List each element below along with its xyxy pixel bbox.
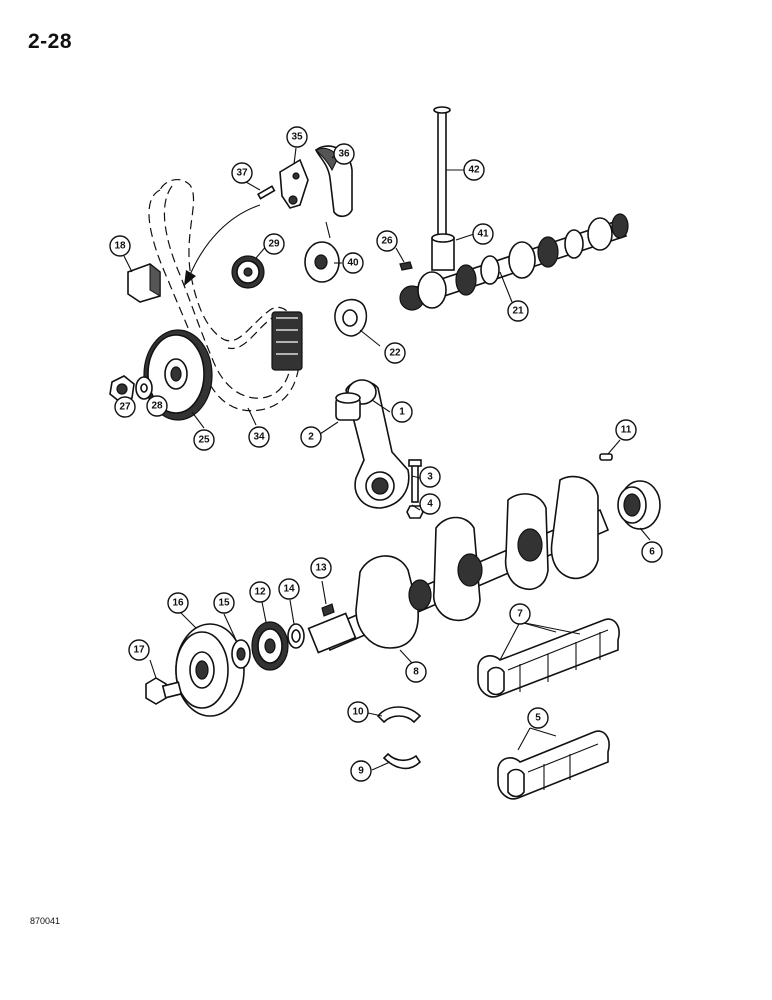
- callout-28: 28: [146, 395, 168, 417]
- callout-10: 10: [347, 701, 369, 723]
- idler-sprocket: [231, 255, 265, 289]
- callout-17: 17: [128, 639, 150, 661]
- svg-text:11: 11: [621, 425, 632, 436]
- callout-1: 1: [391, 401, 413, 423]
- svg-text:12: 12: [254, 587, 266, 598]
- callout-34: 34: [248, 426, 270, 448]
- svg-text:35: 35: [291, 132, 303, 143]
- page-number: 2-28: [28, 30, 73, 53]
- callout-21: 21: [507, 300, 529, 322]
- svg-text:37: 37: [236, 168, 248, 179]
- callout-11: 11: [615, 419, 637, 441]
- callout-40: 40: [342, 252, 364, 274]
- callout-41: 41: [472, 223, 494, 245]
- callout-3: 3: [419, 466, 441, 488]
- svg-text:25: 25: [198, 435, 210, 446]
- svg-text:8: 8: [413, 667, 419, 678]
- main-bearings-lower: [497, 730, 610, 800]
- svg-text:41: 41: [477, 229, 489, 240]
- upper-thrust-washer: [376, 706, 422, 724]
- callout-18: 18: [109, 235, 131, 257]
- figure-code: 870041: [30, 916, 61, 926]
- svg-text:10: 10: [352, 707, 364, 718]
- callout-29: 29: [263, 233, 285, 255]
- callout-15: 15: [213, 592, 235, 614]
- svg-text:1: 1: [399, 407, 405, 418]
- assembly-arrow: [189, 204, 261, 276]
- svg-text:13: 13: [315, 563, 327, 574]
- dowel-pin: [599, 453, 613, 461]
- svg-text:16: 16: [172, 598, 184, 609]
- main-bearings-upper: [477, 618, 620, 698]
- callout-12: 12: [249, 581, 271, 603]
- tensioner-block: [127, 262, 161, 303]
- svg-text:14: 14: [283, 584, 295, 595]
- callout-6: 6: [641, 541, 663, 563]
- callout-8: 8: [405, 661, 427, 683]
- svg-text:34: 34: [253, 432, 265, 443]
- callout-13: 13: [310, 557, 332, 579]
- callout-4: 4: [419, 493, 441, 515]
- crankshaft: [307, 475, 610, 654]
- callout-25: 25: [193, 429, 215, 451]
- callout-5: 5: [527, 707, 549, 729]
- svg-text:9: 9: [358, 766, 364, 777]
- svg-text:28: 28: [151, 401, 163, 412]
- piston-pin-bushing: [335, 392, 361, 421]
- tensioner-pin: [256, 185, 276, 200]
- crankshaft-pulley: [175, 623, 245, 717]
- connecting-rod: [345, 379, 410, 509]
- chain-link-block: [271, 311, 303, 371]
- callout-14: 14: [278, 578, 300, 600]
- rod-bolt: [411, 461, 419, 503]
- callout-26: 26: [376, 230, 398, 252]
- svg-text:29: 29: [268, 239, 280, 250]
- callout-27: 27: [114, 396, 136, 418]
- svg-text:2: 2: [308, 432, 314, 443]
- svg-text:21: 21: [512, 306, 524, 317]
- crank-key: [321, 603, 335, 617]
- callout-36: 36: [333, 143, 355, 165]
- arrow-head-icon: [184, 270, 196, 286]
- svg-text:18: 18: [114, 241, 126, 252]
- svg-text:42: 42: [468, 165, 480, 176]
- svg-text:3: 3: [427, 472, 433, 483]
- svg-text:6: 6: [649, 547, 655, 558]
- svg-text:22: 22: [389, 348, 401, 359]
- callout-7: 7: [509, 603, 531, 625]
- callouts: 1 2 3 4 5 6 7 8 9 10 11 12 13 14 15 16 1…: [109, 126, 663, 782]
- tensioner-arm: [279, 158, 309, 209]
- tappet: [431, 233, 455, 271]
- svg-text:5: 5: [535, 713, 541, 724]
- woodruff-key: [399, 261, 413, 271]
- crankshaft-gear: [251, 621, 289, 671]
- svg-text:15: 15: [218, 598, 230, 609]
- callout-2: 2: [300, 426, 322, 448]
- camshaft: [399, 213, 629, 311]
- svg-text:36: 36: [338, 149, 350, 160]
- push-rod: [433, 106, 451, 243]
- callout-35: 35: [286, 126, 308, 148]
- callout-9: 9: [350, 760, 372, 782]
- rear-seal: [617, 480, 661, 530]
- timing-chain: [148, 178, 303, 412]
- svg-text:26: 26: [381, 236, 393, 247]
- svg-text:40: 40: [347, 258, 359, 269]
- pulley-bolt: [145, 677, 183, 705]
- callout-37: 37: [231, 162, 253, 184]
- svg-text:17: 17: [133, 645, 145, 656]
- callout-22: 22: [384, 342, 406, 364]
- svg-text:7: 7: [517, 609, 523, 620]
- callout-16: 16: [167, 592, 189, 614]
- svg-text:4: 4: [427, 499, 433, 510]
- callout-42: 42: [463, 159, 485, 181]
- lower-thrust-washer: [382, 752, 422, 770]
- svg-text:27: 27: [119, 402, 131, 413]
